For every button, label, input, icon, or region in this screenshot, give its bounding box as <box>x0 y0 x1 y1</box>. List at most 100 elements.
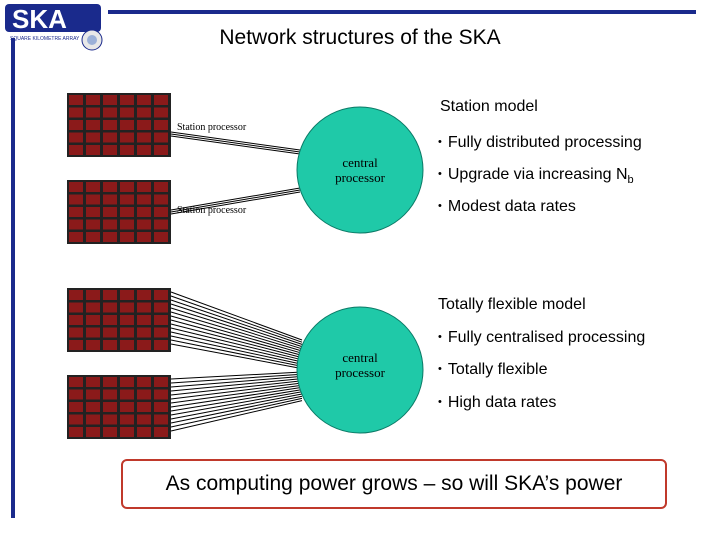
station-tile <box>69 145 83 155</box>
connection-line <box>170 380 303 396</box>
slide-title: Network structures of the SKA <box>219 26 501 49</box>
station-tile <box>69 219 83 230</box>
connection-line <box>170 319 303 356</box>
station-tile <box>120 377 134 387</box>
station-tile <box>137 207 151 217</box>
station-tile <box>154 194 168 205</box>
connection-line <box>170 295 303 343</box>
connection-line <box>170 323 303 359</box>
connection-line <box>170 315 303 354</box>
station-tile <box>137 327 151 338</box>
connection-line <box>170 382 303 400</box>
central-processor-node <box>296 106 424 234</box>
station-tile <box>103 427 117 437</box>
station-tile <box>103 315 117 325</box>
connection-line <box>170 335 303 365</box>
connection-line <box>170 395 303 424</box>
connection-lines <box>170 131 303 432</box>
station-tile <box>86 132 100 143</box>
flexible-model-heading: Totally flexible model <box>438 296 586 313</box>
station-tile <box>69 315 83 325</box>
station-grid-bottom-2 <box>67 375 171 439</box>
connection-line <box>170 393 303 420</box>
station-tile <box>86 120 100 130</box>
station-tile <box>86 232 100 242</box>
central-processor-node-flexible <box>296 306 424 434</box>
station-tile <box>86 302 100 313</box>
station-tile <box>103 377 117 387</box>
station-tile <box>103 402 117 412</box>
station-tile <box>69 427 83 437</box>
station-tile <box>137 302 151 313</box>
station-tile <box>120 132 134 143</box>
station-tile <box>154 95 168 105</box>
station-tile <box>120 302 134 313</box>
station-tile <box>86 290 100 300</box>
station-tile <box>120 327 134 338</box>
bullet-item: •Fully distributed processing <box>438 134 642 151</box>
station-grid-bottom-1 <box>67 288 171 352</box>
station-tile <box>154 427 168 437</box>
connection-line <box>170 400 303 432</box>
station-tile <box>154 219 168 230</box>
station-tile <box>137 377 151 387</box>
connection-line <box>170 133 301 153</box>
connection-line <box>170 371 303 380</box>
station-tile <box>103 232 117 242</box>
station-tile <box>120 145 134 155</box>
station-tiles <box>67 93 171 439</box>
station-tile <box>69 389 83 400</box>
ska-logo: SKA SQUARE KILOMETRE ARRAY <box>5 4 103 51</box>
station-tile <box>154 340 168 350</box>
connection-line <box>170 303 303 348</box>
station-processor-label: Station processor <box>177 122 247 133</box>
connection-line <box>170 384 303 404</box>
station-tile <box>154 377 168 387</box>
connection-line <box>170 311 303 352</box>
station-tile <box>86 340 100 350</box>
station-tile <box>86 194 100 205</box>
station-tile <box>137 219 151 230</box>
station-tile <box>69 402 83 412</box>
station-tile <box>69 232 83 242</box>
station-tile <box>103 120 117 130</box>
station-tile <box>137 120 151 130</box>
connection-line <box>170 191 301 215</box>
station-tile <box>137 402 151 412</box>
bullet-item: •Fully centralised processing <box>438 329 646 346</box>
station-tile <box>86 414 100 425</box>
station-tile <box>120 207 134 217</box>
station-tile <box>120 402 134 412</box>
station-tile <box>137 389 151 400</box>
conclusion-box: As computing power grows – so will SKA’s… <box>121 459 667 509</box>
station-tile <box>137 95 151 105</box>
bullet-item: •Totally flexible <box>438 361 548 378</box>
station-tile <box>137 182 151 192</box>
connection-line <box>170 331 303 363</box>
station-tile <box>86 182 100 192</box>
bullet-item: •High data rates <box>438 394 557 411</box>
station-tile <box>154 120 168 130</box>
connection-line <box>170 327 303 361</box>
station-tile <box>120 120 134 130</box>
connection-line <box>170 343 303 370</box>
station-tile <box>69 182 83 192</box>
station-tile <box>137 290 151 300</box>
connection-line <box>170 375 303 388</box>
station-tile <box>69 120 83 130</box>
station-tile <box>69 302 83 313</box>
station-tile <box>137 145 151 155</box>
station-tile <box>154 327 168 338</box>
station-tile <box>137 132 151 143</box>
station-tile <box>103 132 117 143</box>
station-tile <box>120 182 134 192</box>
station-tile <box>154 290 168 300</box>
station-tile <box>120 232 134 242</box>
central-processor-label: central processor <box>335 350 385 380</box>
station-tile <box>69 207 83 217</box>
connection-line <box>170 189 301 213</box>
station-tile <box>86 145 100 155</box>
station-tile <box>154 414 168 425</box>
connection-line <box>170 187 301 211</box>
